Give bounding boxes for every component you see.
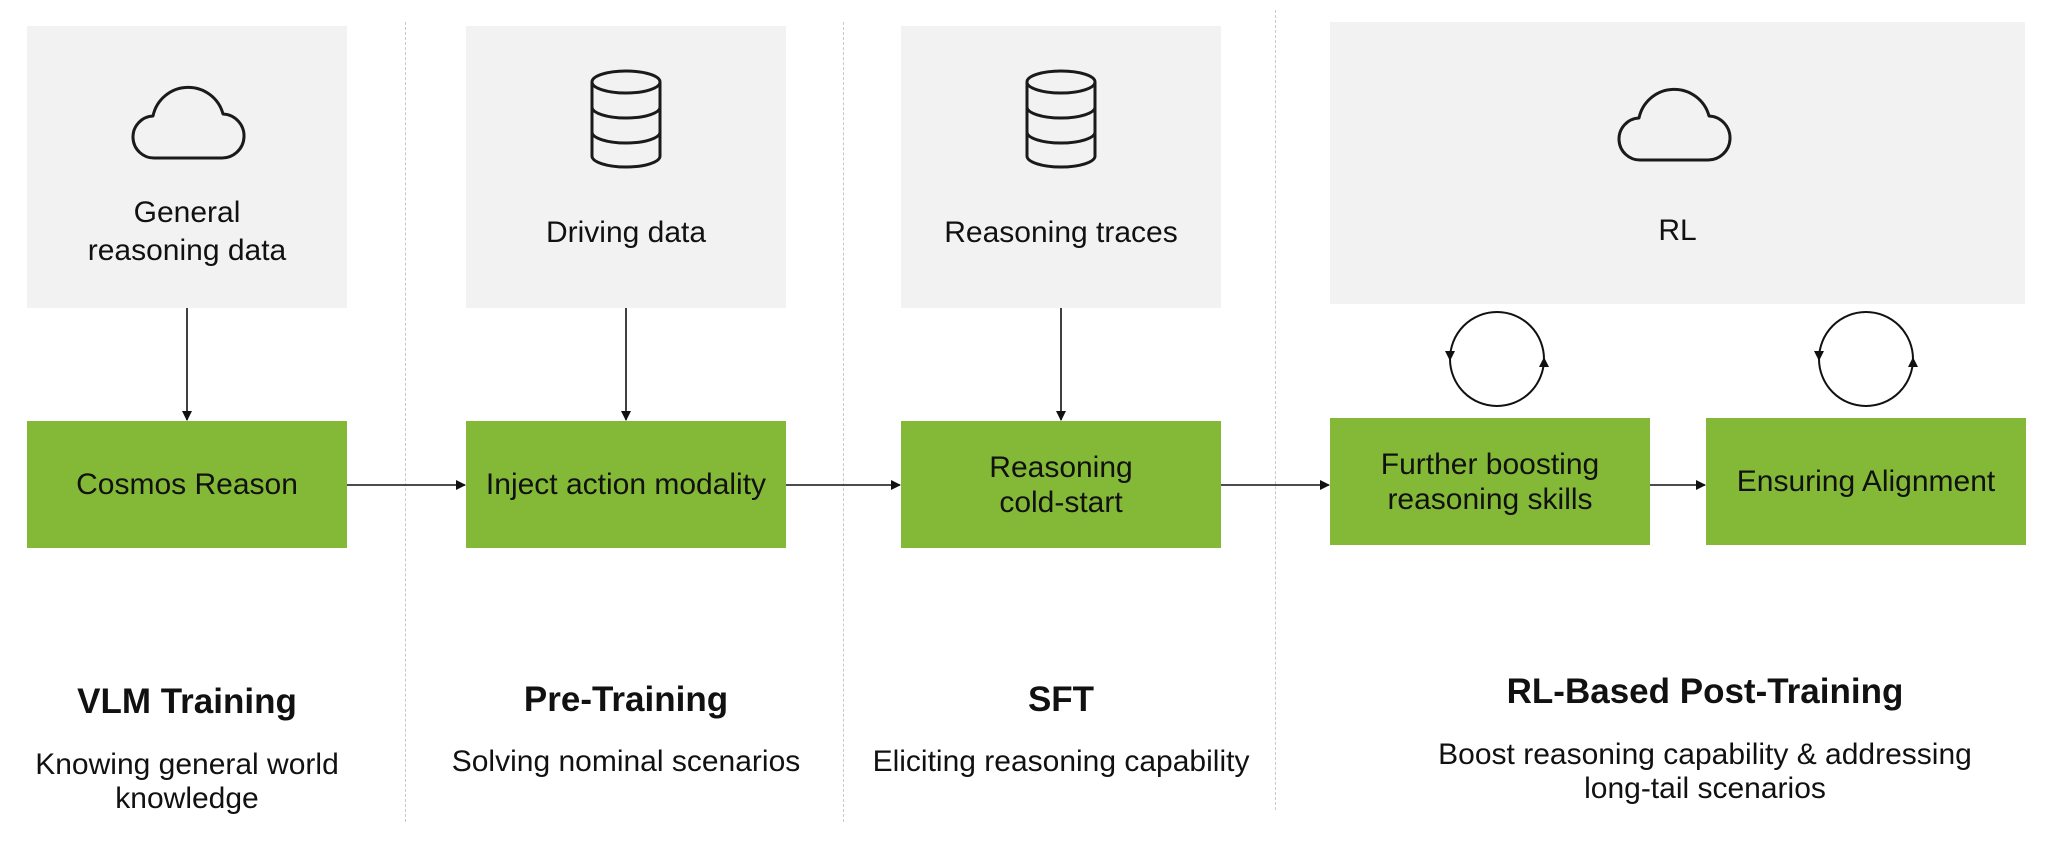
cycle-arrowhead (1908, 357, 1918, 367)
stage-desc-pre-training: Solving nominal scenarios (451, 745, 801, 778)
database-icon (590, 69, 662, 169)
step-box-inject-action-modality: Inject action modality (466, 421, 786, 548)
step-label: Inject action modality (485, 468, 767, 501)
cycle-icon (1818, 311, 1914, 407)
stage-desc-vlm-training: Knowing general world knowledge (35, 748, 339, 815)
stage-desc-sft: Eliciting reasoning capability (872, 745, 1250, 778)
step-box-cosmos-reason: Cosmos Reason (27, 421, 347, 548)
stage-desc-rl-based-post-training: Boost reasoning capability & addressing … (1438, 738, 1972, 805)
stage-title-rl-based-post-training: RL-Based Post-Training (1506, 672, 1904, 711)
stage-divider (843, 22, 844, 822)
stage-divider (405, 22, 406, 822)
step-label: Ensuring Alignment (1736, 465, 1996, 498)
cycle-icon (1449, 311, 1545, 407)
source-box-driving-data: Driving data (466, 26, 786, 308)
cloud-icon (1617, 87, 1732, 162)
step-box-further-boosting: Further boosting reasoning skills (1330, 418, 1650, 545)
stage-divider (1275, 10, 1276, 810)
source-box-general-reasoning-data: General reasoning data (27, 26, 347, 308)
source-box-rl: RL (1330, 22, 2025, 304)
cycle-arrowhead (1445, 351, 1455, 361)
source-label: RL (1658, 214, 1697, 247)
step-label: Reasoning cold-start (989, 450, 1133, 519)
cycle-arrowhead (1539, 357, 1549, 367)
step-label: Further boosting reasoning skills (1380, 447, 1600, 516)
cycle-arrowhead (1814, 351, 1824, 361)
database-icon (1025, 69, 1097, 169)
source-label: Reasoning traces (944, 216, 1178, 249)
stage-title-sft: SFT (1027, 680, 1095, 719)
source-label: Driving data (545, 216, 707, 249)
step-box-ensuring-alignment: Ensuring Alignment (1706, 418, 2026, 545)
step-box-reasoning-cold-start: Reasoning cold-start (901, 421, 1221, 548)
source-label: General reasoning data (87, 196, 287, 267)
stage-title-pre-training: Pre-Training (523, 680, 729, 719)
step-label: Cosmos Reason (76, 468, 298, 501)
cloud-icon (131, 85, 246, 160)
stage-title-vlm-training: VLM Training (77, 682, 297, 721)
source-box-reasoning-traces: Reasoning traces (901, 26, 1221, 308)
